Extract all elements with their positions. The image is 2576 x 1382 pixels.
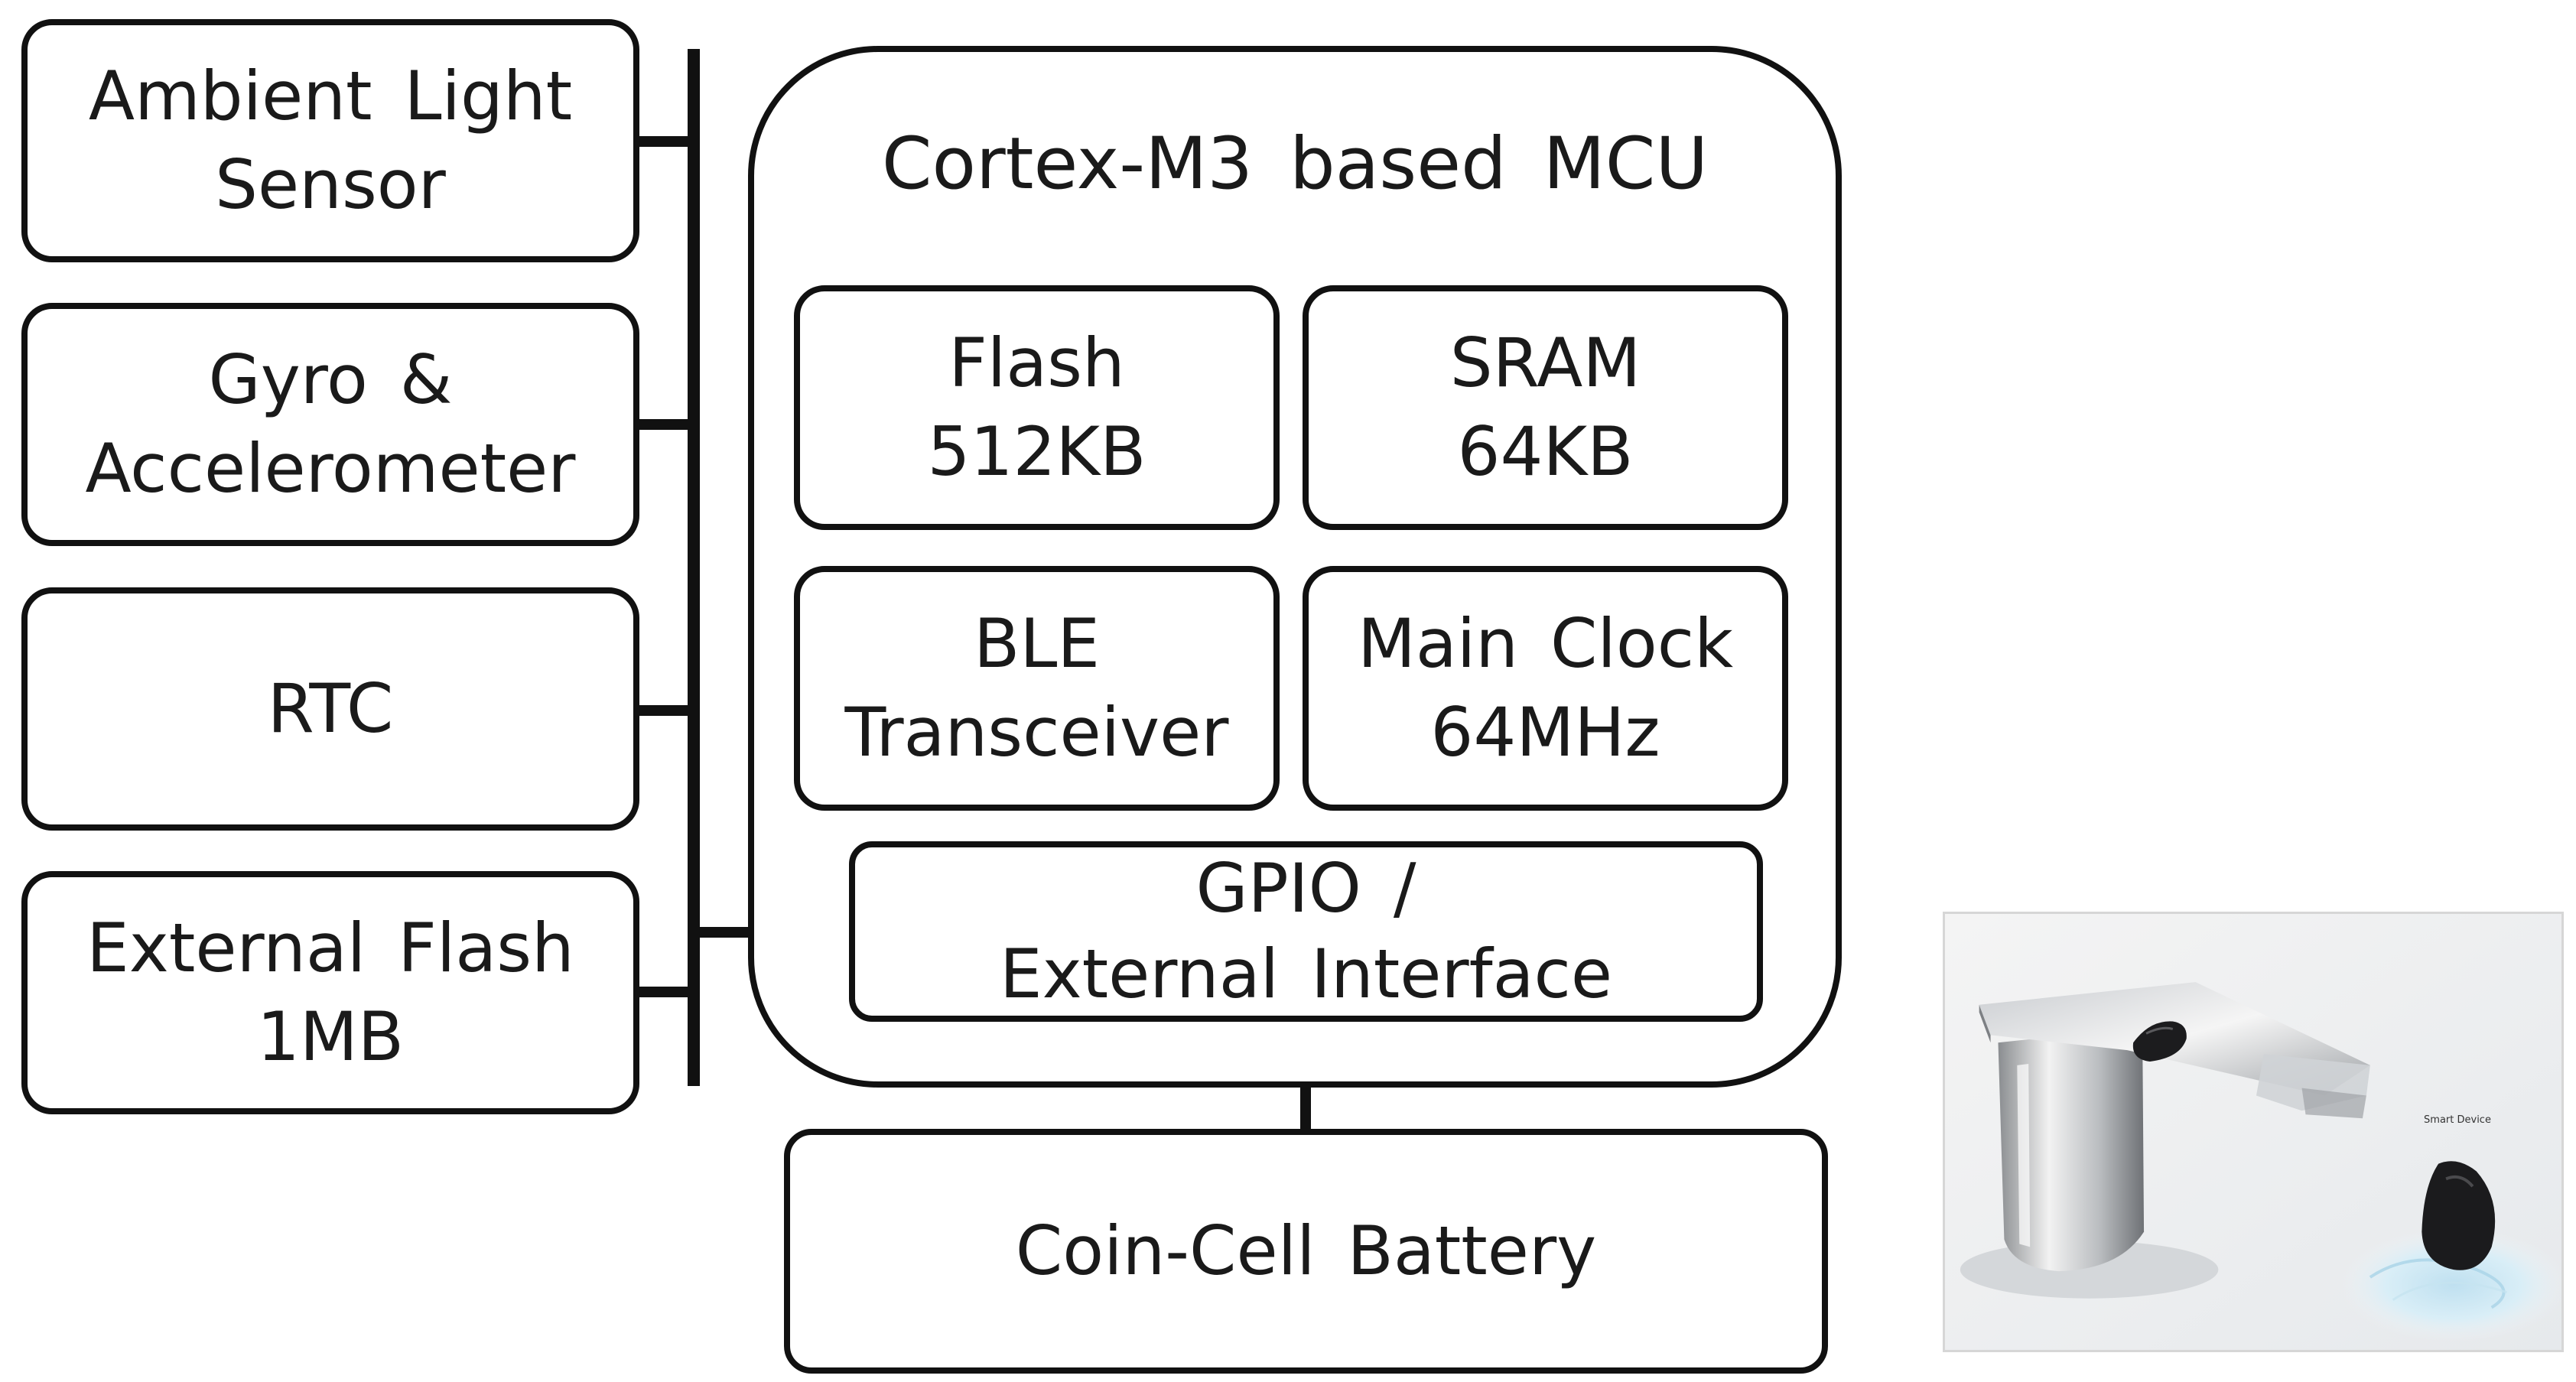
- coin-cell-battery-box: Coin-Cell Battery: [784, 1129, 1828, 1374]
- sram-label-line2: 64KB: [1457, 412, 1634, 491]
- connector-rtc: [633, 705, 694, 716]
- gpio-label-line1: GPIO /: [1195, 849, 1416, 928]
- rtc-label: RTC: [267, 669, 394, 748]
- main-clock-label-line1: Main Clock: [1357, 604, 1734, 683]
- external-flash-label-line2: 1MB: [256, 997, 405, 1076]
- ble-transceiver-label-line2: Transceiver: [844, 693, 1229, 772]
- ambient-light-sensor-label-line1: Ambient Light: [88, 57, 573, 135]
- peripheral-bus-line: [688, 49, 700, 1086]
- connector-ambient-light: [633, 136, 694, 147]
- gpio-external-interface-block: GPIO / External Interface: [849, 841, 1763, 1022]
- faucet-device-illustration: [1945, 914, 2561, 1350]
- flash-memory-label-line1: Flash: [948, 324, 1125, 402]
- external-flash-box: External Flash 1MB: [21, 871, 639, 1114]
- ble-transceiver-block: BLE Transceiver: [794, 566, 1280, 811]
- coin-cell-battery-label: Coin-Cell Battery: [1015, 1211, 1597, 1290]
- rtc-box: RTC: [21, 587, 639, 831]
- gpio-label-line2: External Interface: [999, 935, 1613, 1013]
- gyro-accelerometer-box: Gyro & Accelerometer: [21, 303, 639, 546]
- sram-block: SRAM 64KB: [1303, 285, 1788, 530]
- mcu-title: Cortex-M3 based MCU: [881, 122, 1709, 206]
- sram-label-line1: SRAM: [1449, 324, 1641, 402]
- ble-transceiver-label-line1: BLE: [974, 604, 1100, 683]
- gyro-accelerometer-label-line2: Accelerometer: [85, 429, 576, 508]
- ambient-light-sensor-box: Ambient Light Sensor: [21, 19, 639, 262]
- main-clock-label-line2: 64MHz: [1430, 693, 1660, 772]
- product-photo: Smart Device: [1943, 912, 2564, 1352]
- connector-external-flash: [633, 987, 694, 997]
- smart-device-caption: Smart Device: [2424, 1114, 2491, 1126]
- connector-mcu-to-battery: [1300, 1084, 1311, 1132]
- ambient-light-sensor-label-line2: Sensor: [215, 145, 446, 224]
- gyro-accelerometer-label-line1: Gyro &: [208, 340, 453, 419]
- main-clock-block: Main Clock 64MHz: [1303, 566, 1788, 811]
- flash-memory-label-line2: 512KB: [927, 412, 1147, 491]
- external-flash-label-line1: External Flash: [86, 909, 574, 987]
- flash-memory-block: Flash 512KB: [794, 285, 1280, 530]
- connector-gyro: [633, 419, 694, 430]
